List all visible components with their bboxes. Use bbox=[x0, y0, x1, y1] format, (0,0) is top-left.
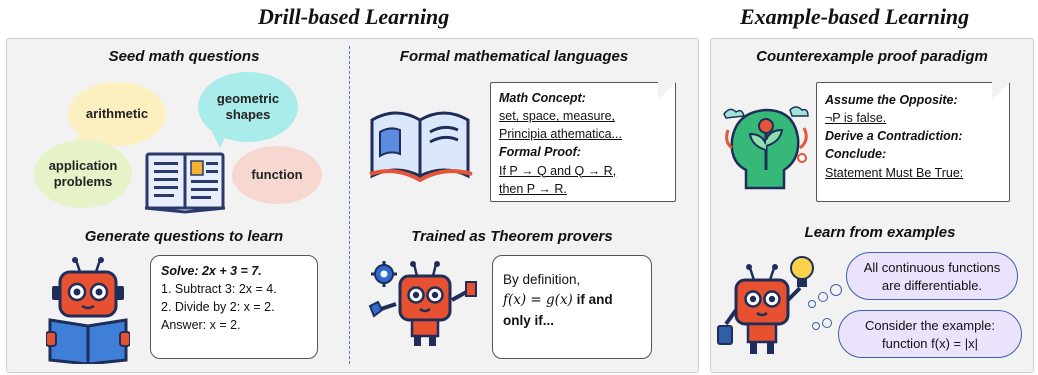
counter-card-fold bbox=[992, 81, 1011, 100]
trained-card: By definition, f(x) = g(x) if and only i… bbox=[492, 255, 652, 359]
trained-iff-a: if and bbox=[572, 292, 613, 308]
learn-title: Learn from examples bbox=[804, 224, 956, 241]
derive-label: Derive a Contradiction: bbox=[825, 129, 963, 144]
bubble-application: application problems bbox=[34, 140, 132, 208]
assume-label: Assume the Opposite: bbox=[825, 93, 958, 107]
counter-title: Counterexample proof paradigm bbox=[756, 48, 988, 65]
assume-text: ¬P is false. bbox=[825, 111, 887, 126]
robot-idea-icon bbox=[717, 256, 814, 354]
formal-card-fold bbox=[658, 81, 677, 100]
trained-title: Trained as Theorem provers bbox=[411, 228, 613, 245]
thought-dot bbox=[808, 300, 816, 308]
thought-cloud-claim: All continuous functions are differentia… bbox=[846, 252, 1018, 300]
head-plant-icon bbox=[723, 106, 809, 190]
formal-card: Math Concept: set, space, measure, Princ… bbox=[490, 82, 676, 202]
proof-label: Formal Proof: bbox=[499, 145, 581, 160]
concept-line1: set, space, measure, bbox=[499, 109, 616, 124]
bubble-application-label: application problems bbox=[48, 157, 118, 189]
thought-dot bbox=[830, 284, 842, 296]
example-heading: Example-based Learning bbox=[740, 4, 970, 29]
bubble-function-label: function bbox=[251, 166, 303, 182]
bubble-geometric: geometric shapes bbox=[198, 72, 298, 142]
proof-line2: then P → R. bbox=[499, 181, 567, 196]
counter-card: Assume the Opposite: ¬P is false. Derive… bbox=[816, 82, 1010, 202]
robot-reading-icon bbox=[46, 257, 130, 364]
conclude-text: Statement Must Be True: bbox=[825, 165, 964, 180]
generate-card: Solve: 2x + 3 = 7. 1. Subtract 3: 2x = 4… bbox=[150, 255, 318, 359]
thought-dot bbox=[818, 292, 828, 302]
trained-iff-b: only if... bbox=[503, 312, 555, 328]
bubble-function-tail bbox=[232, 176, 246, 190]
robot-wrench-icon bbox=[368, 261, 477, 346]
book-icon bbox=[369, 111, 473, 182]
bubble-geometric-label: geometric shapes bbox=[216, 90, 280, 122]
concept-label: Math Concept: bbox=[499, 91, 586, 105]
proof-line1: If P → Q and Q → R, bbox=[499, 163, 617, 178]
panel-divider bbox=[349, 46, 350, 364]
thought-dot bbox=[812, 322, 820, 330]
open-book-icon bbox=[144, 152, 226, 214]
bubble-arithmetic-label: arithmetic bbox=[85, 105, 149, 121]
trained-line1: By definition, bbox=[503, 272, 581, 287]
step1-line: 1. Subtract 3: 2x = 4. bbox=[161, 282, 277, 297]
formal-title: Formal mathematical languages bbox=[399, 48, 629, 65]
answer-line: Answer: x = 2. bbox=[161, 318, 241, 333]
seed-title: Seed math questions bbox=[108, 48, 260, 65]
trained-formula: f(x) = g(x) bbox=[503, 292, 573, 309]
claim-line2: are differentiable. bbox=[881, 277, 983, 293]
bubble-arithmetic: arithmetic bbox=[68, 82, 166, 146]
claim-line1: All continuous functions bbox=[863, 260, 1001, 275]
bubble-function: function bbox=[232, 146, 322, 204]
example-line2: function f(x) = |x| bbox=[882, 335, 978, 351]
bubble-geometric-tail bbox=[212, 132, 228, 148]
generate-title: Generate questions to learn bbox=[84, 228, 284, 245]
thought-dot bbox=[822, 318, 832, 328]
solve-line: Solve: 2x + 3 = 7. bbox=[161, 264, 262, 278]
thought-cloud-example: Consider the example: function f(x) = |x… bbox=[838, 310, 1022, 358]
example-line1: Consider the example: bbox=[864, 318, 996, 333]
drill-heading: Drill-based Learning bbox=[258, 4, 450, 29]
conclude-label: Conclude: bbox=[825, 147, 887, 162]
concept-line2: Principia athematica... bbox=[499, 127, 622, 142]
step2-line: 2. Divide by 2: x = 2. bbox=[161, 300, 275, 315]
